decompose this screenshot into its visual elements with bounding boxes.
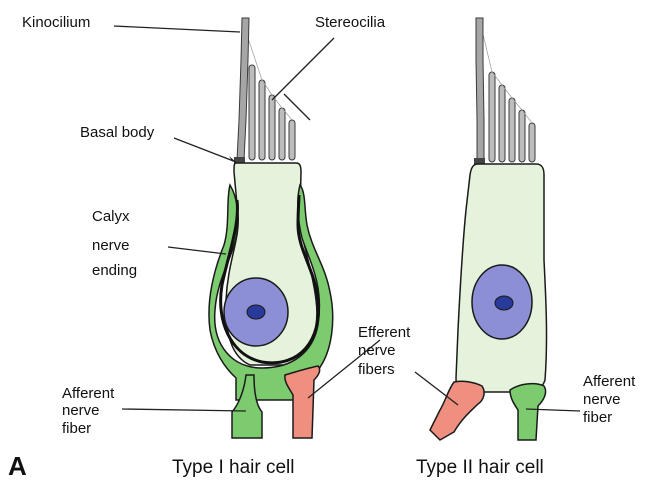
caption-type1: Type I hair cell — [172, 457, 295, 478]
label-calyx-line1: Calyx — [92, 208, 130, 225]
type1-kinocilium — [237, 18, 249, 160]
label-afferent-left-line3: fiber — [62, 420, 91, 437]
label-basal-body: Basal body — [80, 124, 155, 141]
label-efferent-line2: nerve — [358, 342, 396, 359]
type1-hair-cell — [209, 18, 333, 438]
label-afferent-right-line3: fiber — [583, 409, 612, 426]
label-calyx-line3: ending — [92, 262, 137, 279]
label-efferent-line3: fibers — [358, 361, 395, 378]
type2-afferent-fiber — [510, 384, 546, 440]
type1-nucleolus — [247, 305, 265, 319]
label-afferent-right-line2: nerve — [583, 391, 621, 408]
type2-nucleolus — [495, 296, 513, 310]
caption-type2: Type II hair cell — [416, 457, 544, 478]
captions: A Type I hair cell Type II hair cell — [8, 451, 544, 481]
label-afferent-left-line2: nerve — [62, 402, 100, 419]
label-stereocilia: Stereocilia — [315, 14, 386, 31]
label-kinocilium: Kinocilium — [22, 14, 90, 31]
type1-efferent-fiber — [285, 366, 320, 438]
label-efferent-line1: Efferent — [358, 324, 411, 341]
type2-stereocilia — [482, 30, 535, 162]
type2-kinocilium — [476, 18, 484, 160]
type2-hair-cell — [430, 18, 547, 440]
label-afferent-right-line1: Afferent — [583, 373, 636, 390]
panel-letter: A — [8, 451, 27, 481]
label-calyx-line2: nerve — [92, 237, 130, 254]
type1-stereocilia — [248, 38, 295, 160]
label-afferent-left-line1: Afferent — [62, 385, 115, 402]
